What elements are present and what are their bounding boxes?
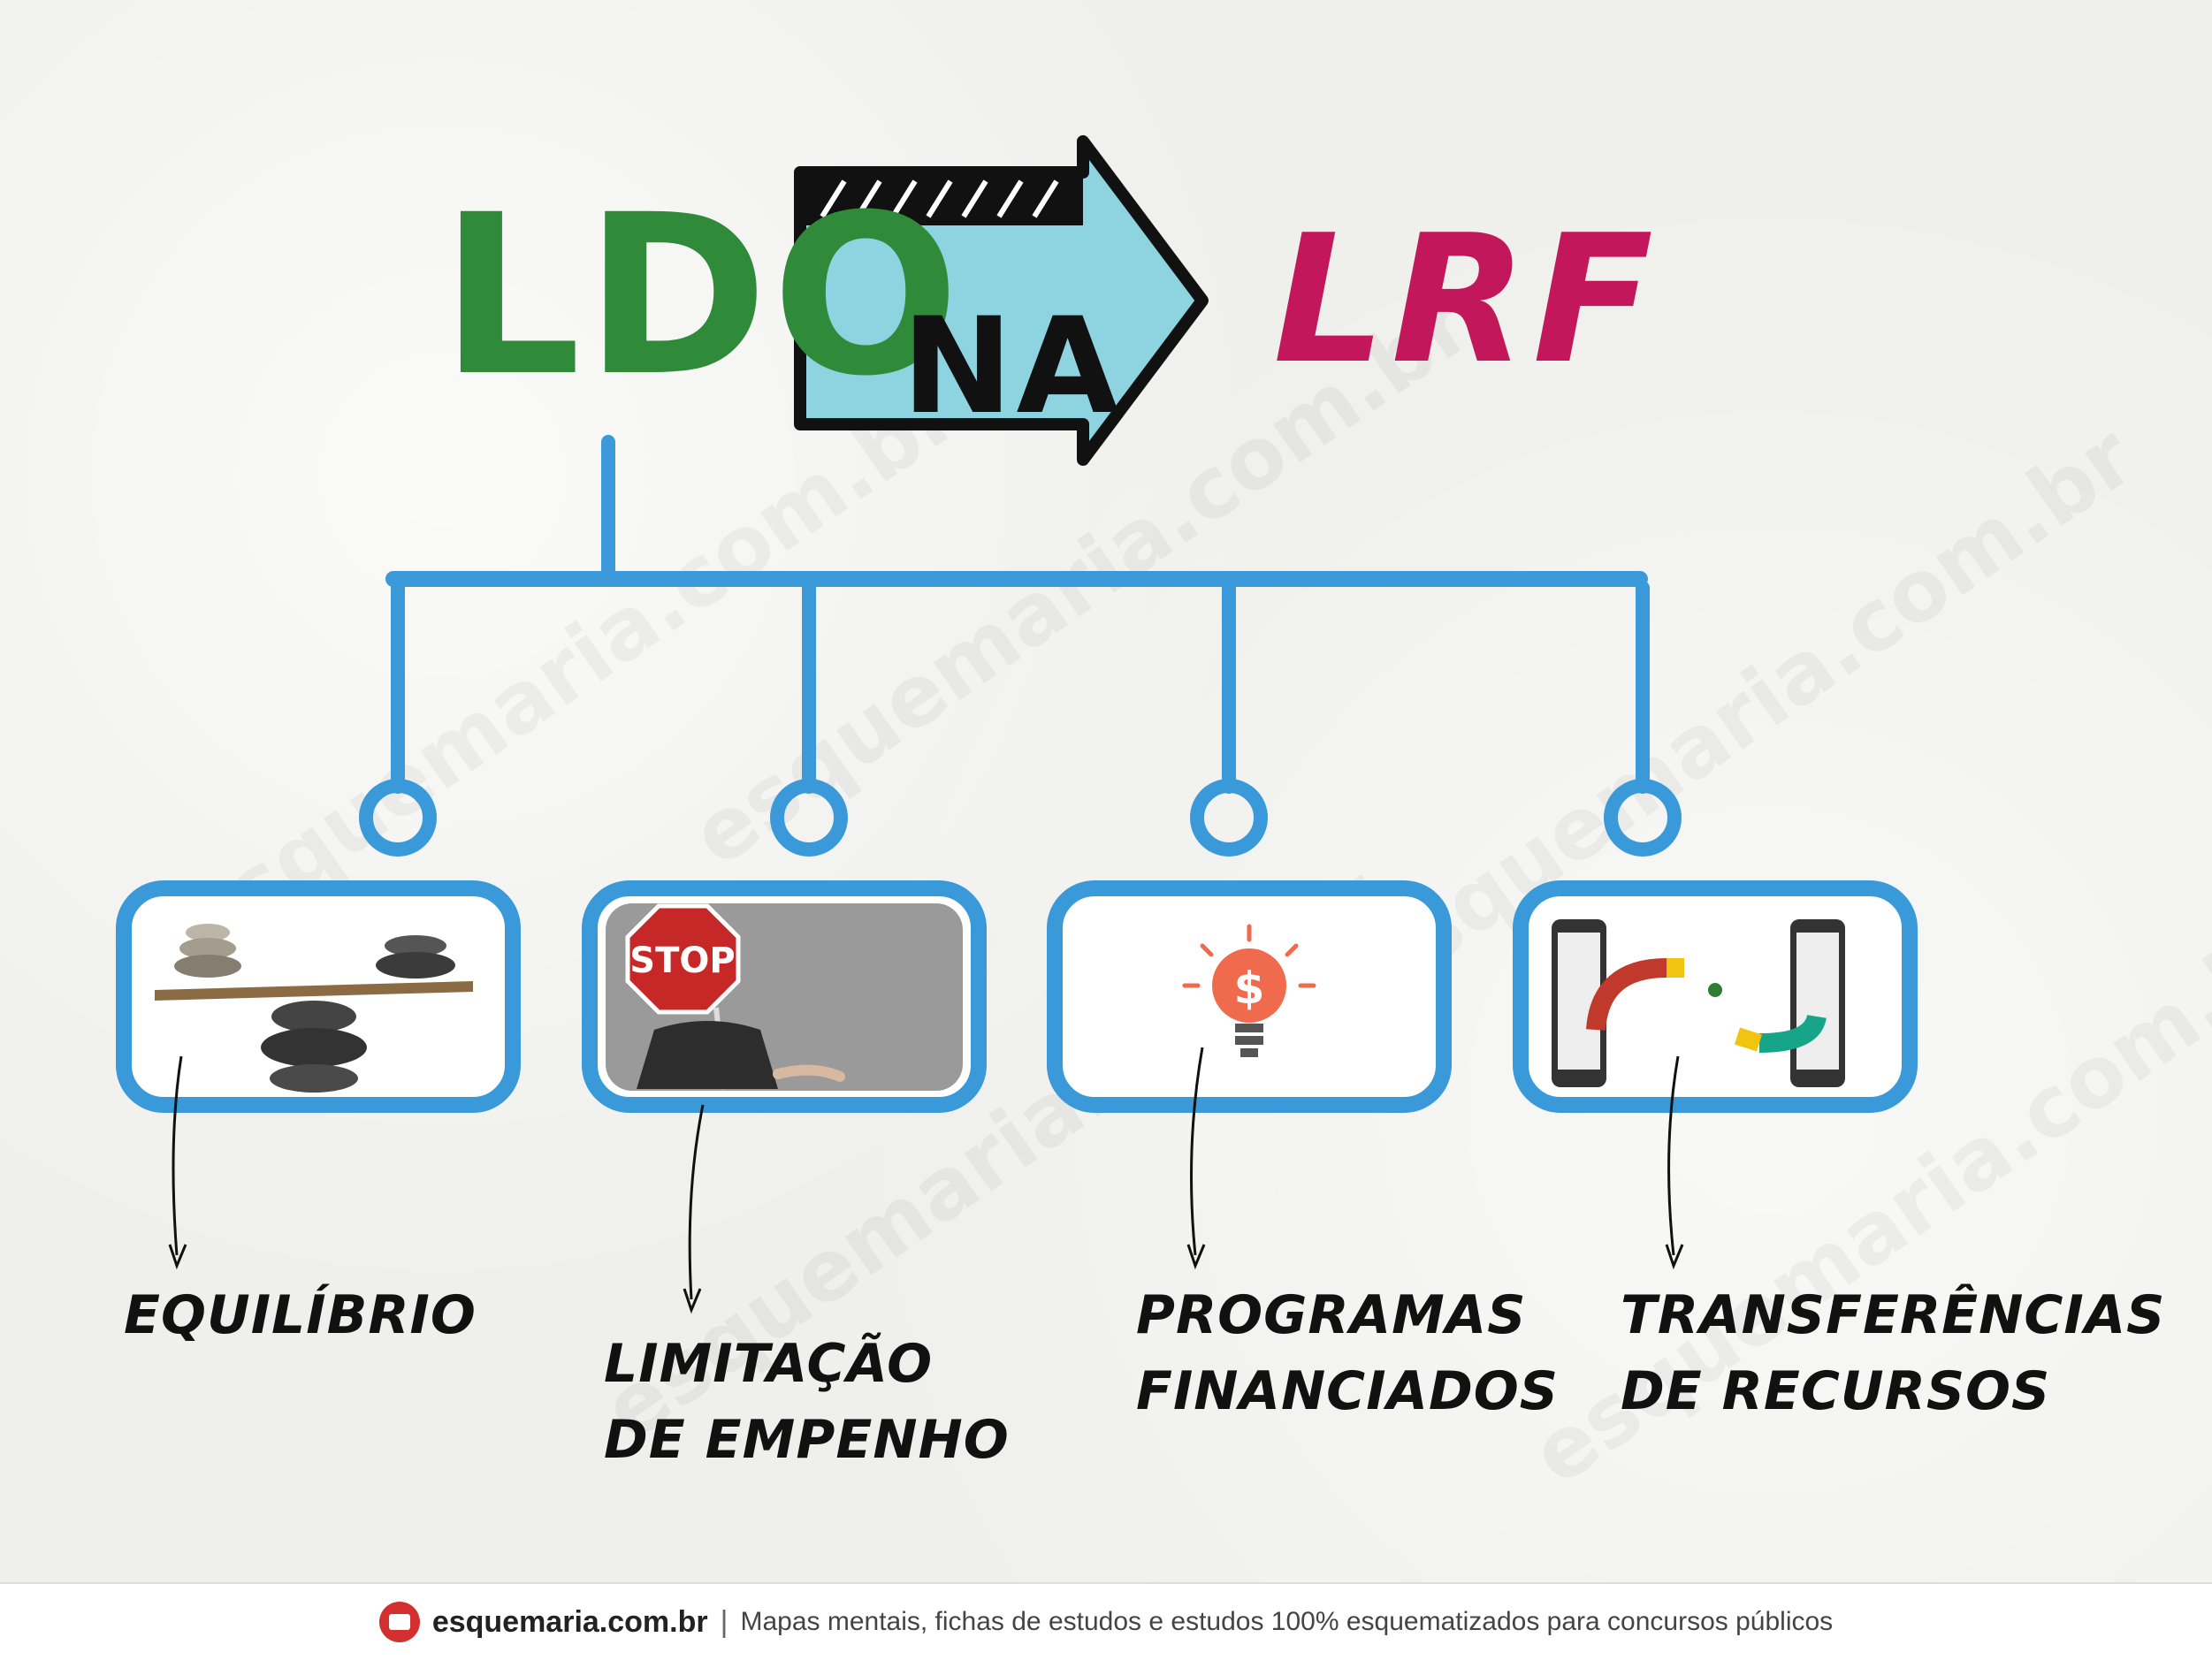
title-na: NA [902,290,1123,444]
image-frames [116,880,1918,1113]
footer-separator: | [720,1604,728,1639]
diagram-canvas: STOP $ [116,135,1918,1314]
stop-sign-man-image: STOP [606,903,963,1091]
label-limitacao-empenho: LIMITAÇÃO DE EMPENHO [604,1333,1010,1471]
esquemaria-logo-icon [378,1602,420,1642]
svg-text:STOP: STOP [629,940,735,981]
money-lightbulb-image: $ [1182,924,1316,1057]
pointer-arrows [168,1047,1684,1314]
label-programas-financiados: PROGRAMAS FINANCIADOS [1136,1284,1559,1422]
title-lrf: LRF [1273,197,1659,403]
label-transferencias-recursos: TRANSFERÊNCIAS DE RECURSOS [1621,1284,2166,1422]
phone-transfer-image [1552,919,1845,1087]
label-equilibrio: EQUILÍBRIO [124,1284,477,1346]
title-ldo: LDO [440,167,964,424]
balance-stones-image [155,924,473,1093]
connector-tree [359,435,1682,857]
arrow-shape [794,135,1209,466]
footer-tagline: Mapas mentais, fichas de estudos e estud… [740,1607,1834,1636]
footer: esquemaria.com.br | Mapas mentais, ficha… [0,1582,2212,1660]
footer-site-link[interactable]: esquemaria.com.br [431,1604,708,1639]
svg-text:$: $ [1234,963,1265,1014]
